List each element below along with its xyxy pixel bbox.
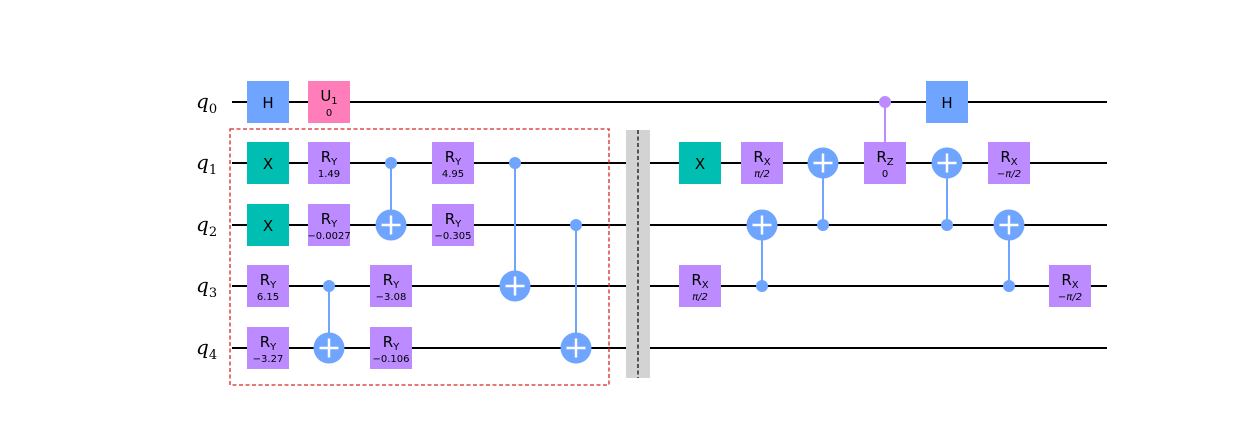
control-dot [1003, 280, 1015, 292]
gate-x-q2-1: X [247, 204, 289, 246]
control-dot [941, 219, 953, 231]
gate-x-q1-1-label: X [263, 155, 273, 173]
gate-rx-q1-1-param: π/2 [754, 169, 770, 180]
qubit-label-q4: q4 [196, 335, 217, 363]
gate-h-q0-2: H [926, 81, 968, 123]
controlled-gate-cx-2-1 [807, 147, 839, 231]
gate-rx-q1-2-param: −π/2 [997, 169, 1021, 180]
gate-ry-q4-1-label: RY [260, 333, 277, 353]
gate-ry-q3-2-label: RY [383, 271, 400, 291]
gate-h-q0-1-label: H [262, 94, 273, 112]
qubit-label-q2: q2 [196, 212, 217, 240]
gate-ry-q3-1-label: RY [260, 271, 277, 291]
gate-ry-q1-2-param: 4.95 [442, 169, 464, 180]
cnot-target [807, 147, 839, 179]
cnot-target [931, 147, 963, 179]
control-dot [817, 219, 829, 231]
controlled-gates: RZ0 [313, 96, 1025, 364]
gate-ry-q3-2: RY−3.08 [370, 265, 412, 307]
gate-ry-q1-1: RY1.49 [308, 142, 350, 184]
gate-ry-q2-1: RY−0.0027 [307, 204, 351, 246]
gate-ry-q3-1-param: 6.15 [257, 292, 279, 303]
gate-ry-q4-2-param: −0.106 [372, 354, 409, 365]
gate-rx-q1-1-label: RX [753, 148, 770, 168]
controlled-gate-cx-3-2 [746, 209, 778, 292]
gate-ry-q4-1: RY−3.27 [247, 327, 289, 369]
gate-ry-q1-2-label: RY [445, 148, 462, 168]
controlled-gate-cx-1-2 [375, 157, 407, 241]
qubit-label-q1: q1 [196, 150, 217, 178]
controlled-gate-cx-2-4 [560, 219, 592, 364]
subcircuit-highlight-box [229, 128, 610, 386]
controlled-gate-cx-3-4 [313, 280, 345, 364]
cnot-target [375, 209, 407, 241]
gate-rx-q3-2-label: RX [1061, 271, 1078, 291]
crz-gate: RZ0 [864, 142, 906, 184]
qubit-labels: q0 q1 q2 q3 q4 [196, 89, 217, 363]
gate-ry-q2-2: RY−0.305 [432, 204, 474, 246]
control-dot [756, 280, 768, 292]
gate-ry-q3-2-param: −3.08 [376, 292, 407, 303]
control-dot [385, 157, 397, 169]
gate-x-q1-2: X [679, 142, 721, 184]
gate-ry-q2-1-label: RY [321, 210, 338, 230]
control-dot [323, 280, 335, 292]
gate-rx-q3-2-param: −π/2 [1058, 292, 1082, 303]
crz-gate-param: 0 [882, 169, 888, 180]
gate-rx-q3-1: RXπ/2 [679, 265, 721, 307]
gate-rx-q1-2: RX−π/2 [988, 142, 1030, 184]
gate-ry-q2-2-param: −0.305 [434, 231, 471, 242]
gate-ry-q1-2: RY4.95 [432, 142, 474, 184]
gate-ry-q2-2-label: RY [445, 210, 462, 230]
cnot-target [746, 209, 778, 241]
cnot-target [499, 270, 531, 302]
crz-gate-label: RZ [876, 148, 893, 168]
gate-x-q1-2-label: X [695, 155, 705, 173]
gate-rx-q3-2: RX−π/2 [1049, 265, 1091, 307]
gate-rx-q1-2-label: RX [1000, 148, 1017, 168]
control-dot [570, 219, 582, 231]
controlled-gate-cx-1-3 [499, 157, 531, 302]
controlled-gate-crz-0-1: RZ0 [864, 96, 906, 184]
gate-u1-q0-param: 0 [326, 108, 332, 119]
controlled-gate-cx-2-1b [931, 147, 963, 231]
cnot-target [560, 332, 592, 364]
gate-ry-q4-2: RY−0.106 [370, 327, 412, 369]
gate-x-q1-1: X [247, 142, 289, 184]
gate-ry-q2-1-param: −0.0027 [307, 231, 350, 242]
qubit-label-q0: q0 [196, 89, 217, 117]
control-dot [509, 157, 521, 169]
gate-h-q0-2-label: H [941, 94, 952, 112]
gate-rx-q1-1: RXπ/2 [741, 142, 783, 184]
gate-ry-q1-1-param: 1.49 [318, 169, 340, 180]
qubit-label-q3: q3 [196, 273, 217, 301]
gate-ry-q1-1-label: RY [321, 148, 338, 168]
gate-h-q0-1: H [247, 81, 289, 123]
control-dot [879, 96, 891, 108]
cnot-target [993, 209, 1025, 241]
gate-ry-q3-1: RY6.15 [247, 265, 289, 307]
gate-u1-q0: U10 [308, 81, 350, 123]
gate-ry-q4-2-label: RY [383, 333, 400, 353]
gate-u1-q0-label: U1 [320, 87, 337, 107]
gate-rx-q3-1-label: RX [691, 271, 708, 291]
cnot-target [313, 332, 345, 364]
gate-x-q2-1-label: X [263, 217, 273, 235]
barrier [626, 130, 650, 378]
gate-ry-q4-1-param: −3.27 [253, 354, 284, 365]
qubit-wires [232, 101, 1107, 349]
controlled-gate-cx-3-2b [993, 209, 1025, 292]
gate-rx-q3-1-param: π/2 [692, 292, 708, 303]
